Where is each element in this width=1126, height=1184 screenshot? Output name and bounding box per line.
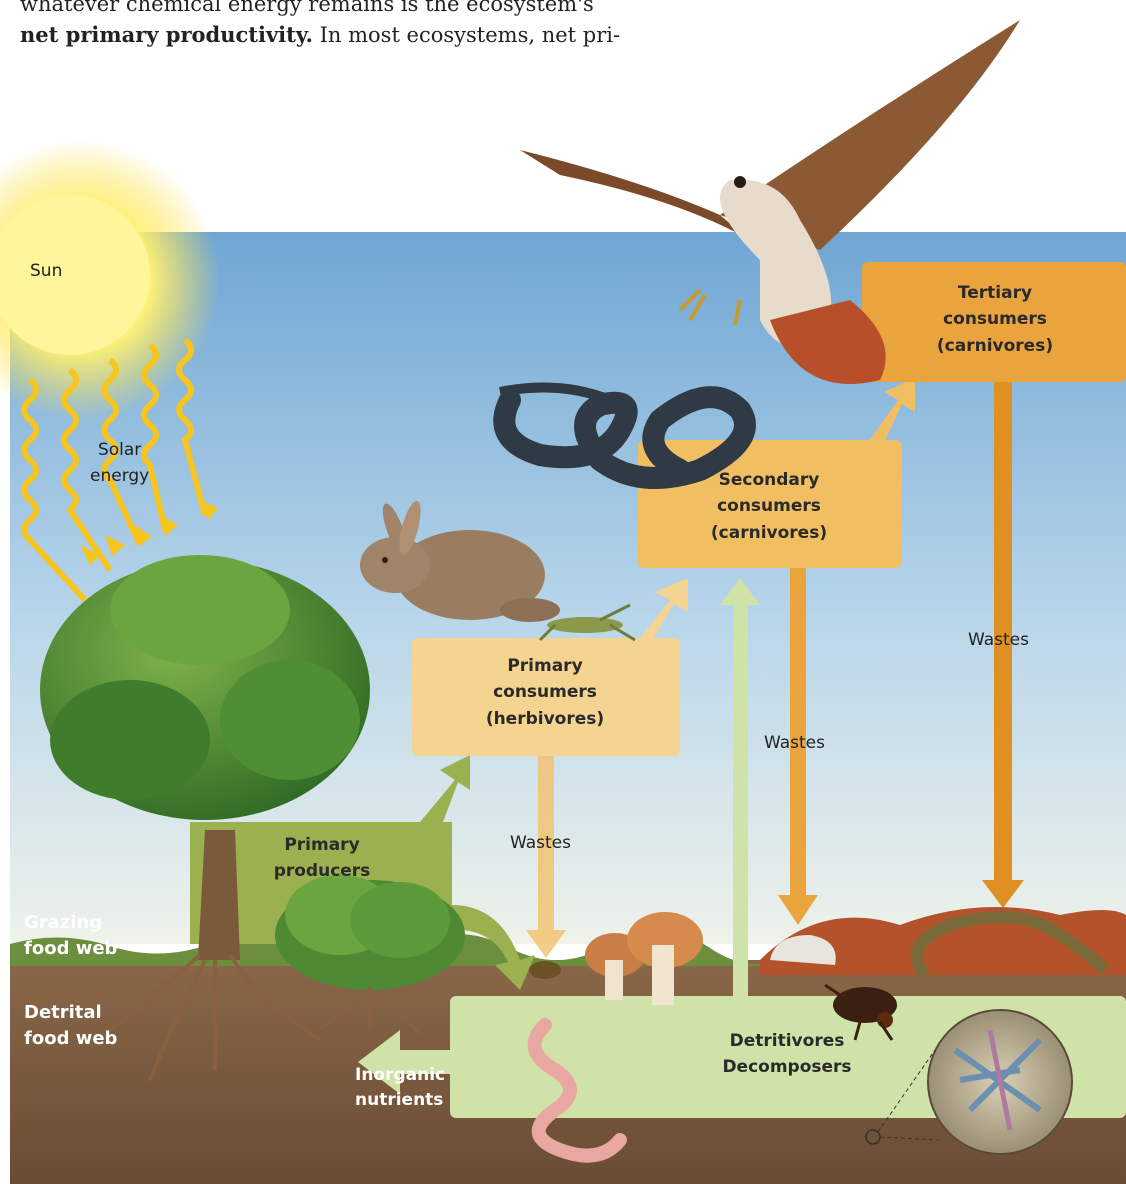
droppings-icon bbox=[529, 961, 561, 979]
tertiary-consumers-label: Tertiary consumers (carnivores) bbox=[920, 280, 1070, 359]
tertiary-consumers-line-1: Tertiary bbox=[920, 280, 1070, 306]
primary-consumers-line-3: (herbivores) bbox=[470, 706, 620, 732]
primary-producers-line-2: producers bbox=[260, 858, 384, 884]
tertiary-consumers-line-2: consumers bbox=[920, 306, 1070, 332]
microbes-magnifier-icon bbox=[928, 1010, 1072, 1154]
secondary-wastes-label: Wastes bbox=[764, 730, 825, 756]
inorganic-nutrients-label: Inorganic nutrients bbox=[355, 1063, 445, 1112]
decomposers-line-1: Detritivores bbox=[712, 1028, 862, 1054]
decomposers-label: Detritivores Decomposers bbox=[712, 1028, 862, 1081]
solar-energy-line-2: energy bbox=[90, 463, 149, 489]
detrital-line-1: Detrital bbox=[24, 1000, 117, 1026]
grazing-food-web-label: Grazing food web bbox=[24, 910, 117, 962]
secondary-consumers-label: Secondary consumers (carnivores) bbox=[694, 467, 844, 546]
sun-label: Sun bbox=[30, 258, 62, 284]
detrital-line-2: food web bbox=[24, 1026, 117, 1052]
secondary-consumers-line-3: (carnivores) bbox=[694, 520, 844, 546]
grazing-line-2: food web bbox=[24, 936, 117, 962]
primary-consumers-label: Primary consumers (herbivores) bbox=[470, 653, 620, 732]
inorganic-line-2: nutrients bbox=[355, 1088, 445, 1113]
primary-consumers-line-1: Primary bbox=[470, 653, 620, 679]
decomposers-line-2: Decomposers bbox=[712, 1054, 862, 1080]
secondary-consumers-line-2: consumers bbox=[694, 493, 844, 519]
grazing-line-1: Grazing bbox=[24, 910, 117, 936]
herbivore-wastes-label: Wastes bbox=[510, 830, 571, 856]
primary-producers-label: Primary producers bbox=[260, 832, 384, 885]
secondary-consumers-line-1: Secondary bbox=[694, 467, 844, 493]
primary-producers-line-1: Primary bbox=[260, 832, 384, 858]
detrital-food-web-label: Detrital food web bbox=[24, 1000, 117, 1052]
tertiary-consumers-line-3: (carnivores) bbox=[920, 333, 1070, 359]
tertiary-wastes-label: Wastes bbox=[968, 627, 1029, 653]
primary-consumers-line-2: consumers bbox=[470, 679, 620, 705]
inorganic-line-1: Inorganic bbox=[355, 1063, 445, 1088]
solar-energy-line-1: Solar bbox=[90, 437, 149, 463]
